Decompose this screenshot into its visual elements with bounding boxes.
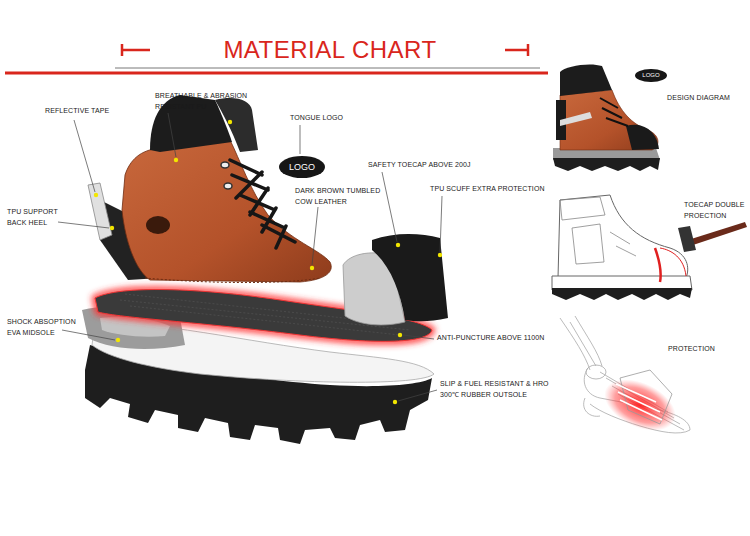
design-collar (560, 64, 612, 96)
hammer-handle (688, 222, 747, 246)
sketch-lines (560, 197, 636, 264)
logo-text: LOGO (642, 72, 659, 78)
toecap-highlight (660, 248, 686, 276)
header-rule (5, 72, 548, 75)
logo-oval: LOGO (635, 69, 666, 82)
part-label: ANTI-PUNCTURE ABOVE 1100N (437, 333, 555, 344)
design-reflective-tape (560, 112, 592, 126)
part-label: DESIGN DIAGRAM (667, 93, 745, 104)
hammer-head (678, 226, 696, 252)
design-toecap (626, 125, 659, 150)
header-rule (115, 68, 540, 69)
sketch-midsole (552, 276, 692, 290)
sketch-upper (558, 195, 688, 278)
sketch-outsole (552, 288, 692, 300)
part-label: SHOCK ABSOPTION EVA MIDSOLE (7, 317, 87, 338)
logo-text: LOGO (289, 162, 315, 172)
part-label: TOECAP DOUBLE PROECTION (684, 200, 746, 221)
side-patch (146, 216, 170, 234)
toe-bones (616, 384, 662, 420)
stitching (145, 278, 320, 283)
reflective-tape (88, 183, 112, 240)
toecap-highlight (655, 248, 661, 282)
chart-title: MATERIAL CHART (223, 36, 436, 64)
toe-protection-glow (596, 369, 683, 441)
part-label: PROTECTION (668, 344, 744, 355)
design-laces (600, 98, 628, 126)
part-label: DARK BROWN TUMBLED COW LEATHER (295, 186, 391, 207)
logo-oval: LOGO (279, 156, 325, 178)
title-bracket (505, 44, 528, 56)
design-outsole (553, 158, 660, 171)
part-label: BREATHABLE & ABRASION RESISTANT PU (155, 91, 269, 112)
part-label: REFLECTIVE TAPE (45, 106, 125, 117)
eyelet (224, 183, 232, 189)
part-label: TPU SCUFF EXTRA PROTECTION (430, 184, 548, 195)
tongue (215, 98, 258, 152)
safety-toecap (372, 234, 448, 321)
part-label: SLIP & FUEL RESISTANT & HRO 300℃ RUBBER … (440, 379, 556, 400)
part-label: SAFETY TOECAP ABOVE 200J (368, 160, 498, 171)
leather-upper (122, 140, 331, 282)
title-bracket (122, 44, 150, 56)
eyelet (221, 162, 229, 168)
part-label: TONGUE LOGO (290, 113, 360, 124)
part-label: TPU SUPPORT BACK HEEL (7, 207, 67, 228)
leader-line (58, 113, 442, 401)
